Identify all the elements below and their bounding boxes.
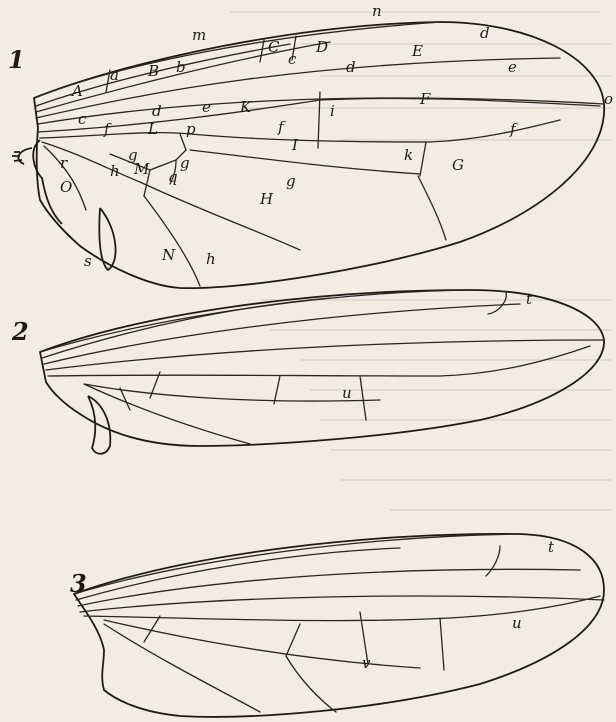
vein-label: r (60, 154, 68, 172)
vein-label: d (152, 102, 162, 120)
vein-label: F (419, 90, 431, 108)
vein-label: h (110, 162, 120, 180)
vein-label: q (168, 168, 178, 186)
vein-label: u (512, 614, 522, 632)
vein-label: H (259, 190, 274, 208)
wing-2-crossvein-2 (360, 376, 366, 420)
vein-label: e (202, 98, 211, 116)
vein-label: f (277, 118, 286, 136)
vein-label: g (286, 172, 296, 190)
figure-number-2: 2 (11, 317, 29, 346)
wing-2-vein-an (84, 384, 250, 444)
vein-label: g (180, 154, 190, 172)
wing-1-vein-r1 (36, 42, 330, 112)
wing-3-vein-cu (104, 620, 420, 668)
background-text-lines (230, 12, 612, 510)
vein-label: t (526, 290, 533, 308)
wing-1-outline (34, 22, 604, 288)
wing-2-vein-r23 (44, 304, 520, 364)
wing-1-vein-cu (40, 120, 560, 142)
wing-1-crossvein-c1 (260, 40, 264, 62)
figure-number-3: 3 (70, 569, 87, 598)
vein-label: t (548, 538, 555, 556)
vein-label: n (372, 2, 382, 20)
vein-label: I (291, 136, 299, 154)
wing-3-crossvein-t (486, 546, 500, 576)
vein-label: E (411, 42, 423, 60)
vein-label: e (508, 58, 517, 76)
vein-label: v (362, 654, 371, 672)
wing-3-costa (74, 534, 520, 594)
vein-label: d (346, 58, 356, 76)
wing-2-outline (40, 290, 604, 446)
wing-3-vein-m (84, 596, 600, 621)
vein-label: c (78, 110, 87, 128)
wing-1-costa (34, 22, 440, 98)
wing-1-vein-cu-lower (190, 150, 420, 174)
vein-label: c (288, 50, 297, 68)
vein-label: o (604, 90, 613, 108)
vein-label: a (110, 66, 119, 84)
vein-label: B (147, 62, 159, 80)
vein-label: u (342, 384, 352, 402)
wing-3-crossvein-5 (286, 656, 336, 712)
wing-figure-3: 3 t u v (70, 534, 604, 717)
wing-figure-2: 2 tu (11, 290, 604, 454)
wing-3-crossvein-3 (440, 618, 444, 670)
vein-label: k (404, 146, 413, 164)
vein-label: b (176, 58, 186, 76)
wing-1-crossvein-anal (144, 196, 200, 286)
wing-3-vein-labels: t u v (362, 538, 555, 672)
vein-label: d (480, 24, 490, 42)
vein-label: M (133, 160, 150, 178)
vein-label: D (315, 38, 328, 56)
wing-1-squama (12, 148, 32, 164)
wing-2-vein-labels: tu (342, 290, 533, 402)
wing-3-vein-r23 (78, 569, 580, 606)
wing-1-crossvein-k (420, 142, 426, 176)
vein-label: N (161, 246, 176, 264)
vein-label: m (192, 26, 206, 44)
vein-label: f (103, 120, 112, 138)
wing-3-vein-r45 (80, 596, 604, 612)
vein-label: O (60, 178, 72, 196)
wing-2-vein-cu (84, 384, 380, 401)
wing-2-crossvein-1 (274, 376, 280, 404)
vein-label: G (452, 156, 464, 174)
wing-3-crossvein-1 (286, 624, 300, 656)
vein-label: K (239, 98, 252, 116)
wing-1-crossvein-m1 (418, 176, 446, 240)
vein-label: s (84, 252, 92, 270)
figure-number-1: 1 (8, 45, 25, 74)
vein-label: A (70, 82, 83, 100)
vein-label: i (330, 102, 335, 120)
vein-label: f (509, 120, 518, 138)
vein-label: L (147, 120, 158, 138)
vein-label: h (206, 250, 216, 268)
vein-label: C (268, 38, 280, 56)
vein-label: p (186, 120, 196, 138)
wing-2-crossvein-t (488, 292, 506, 314)
